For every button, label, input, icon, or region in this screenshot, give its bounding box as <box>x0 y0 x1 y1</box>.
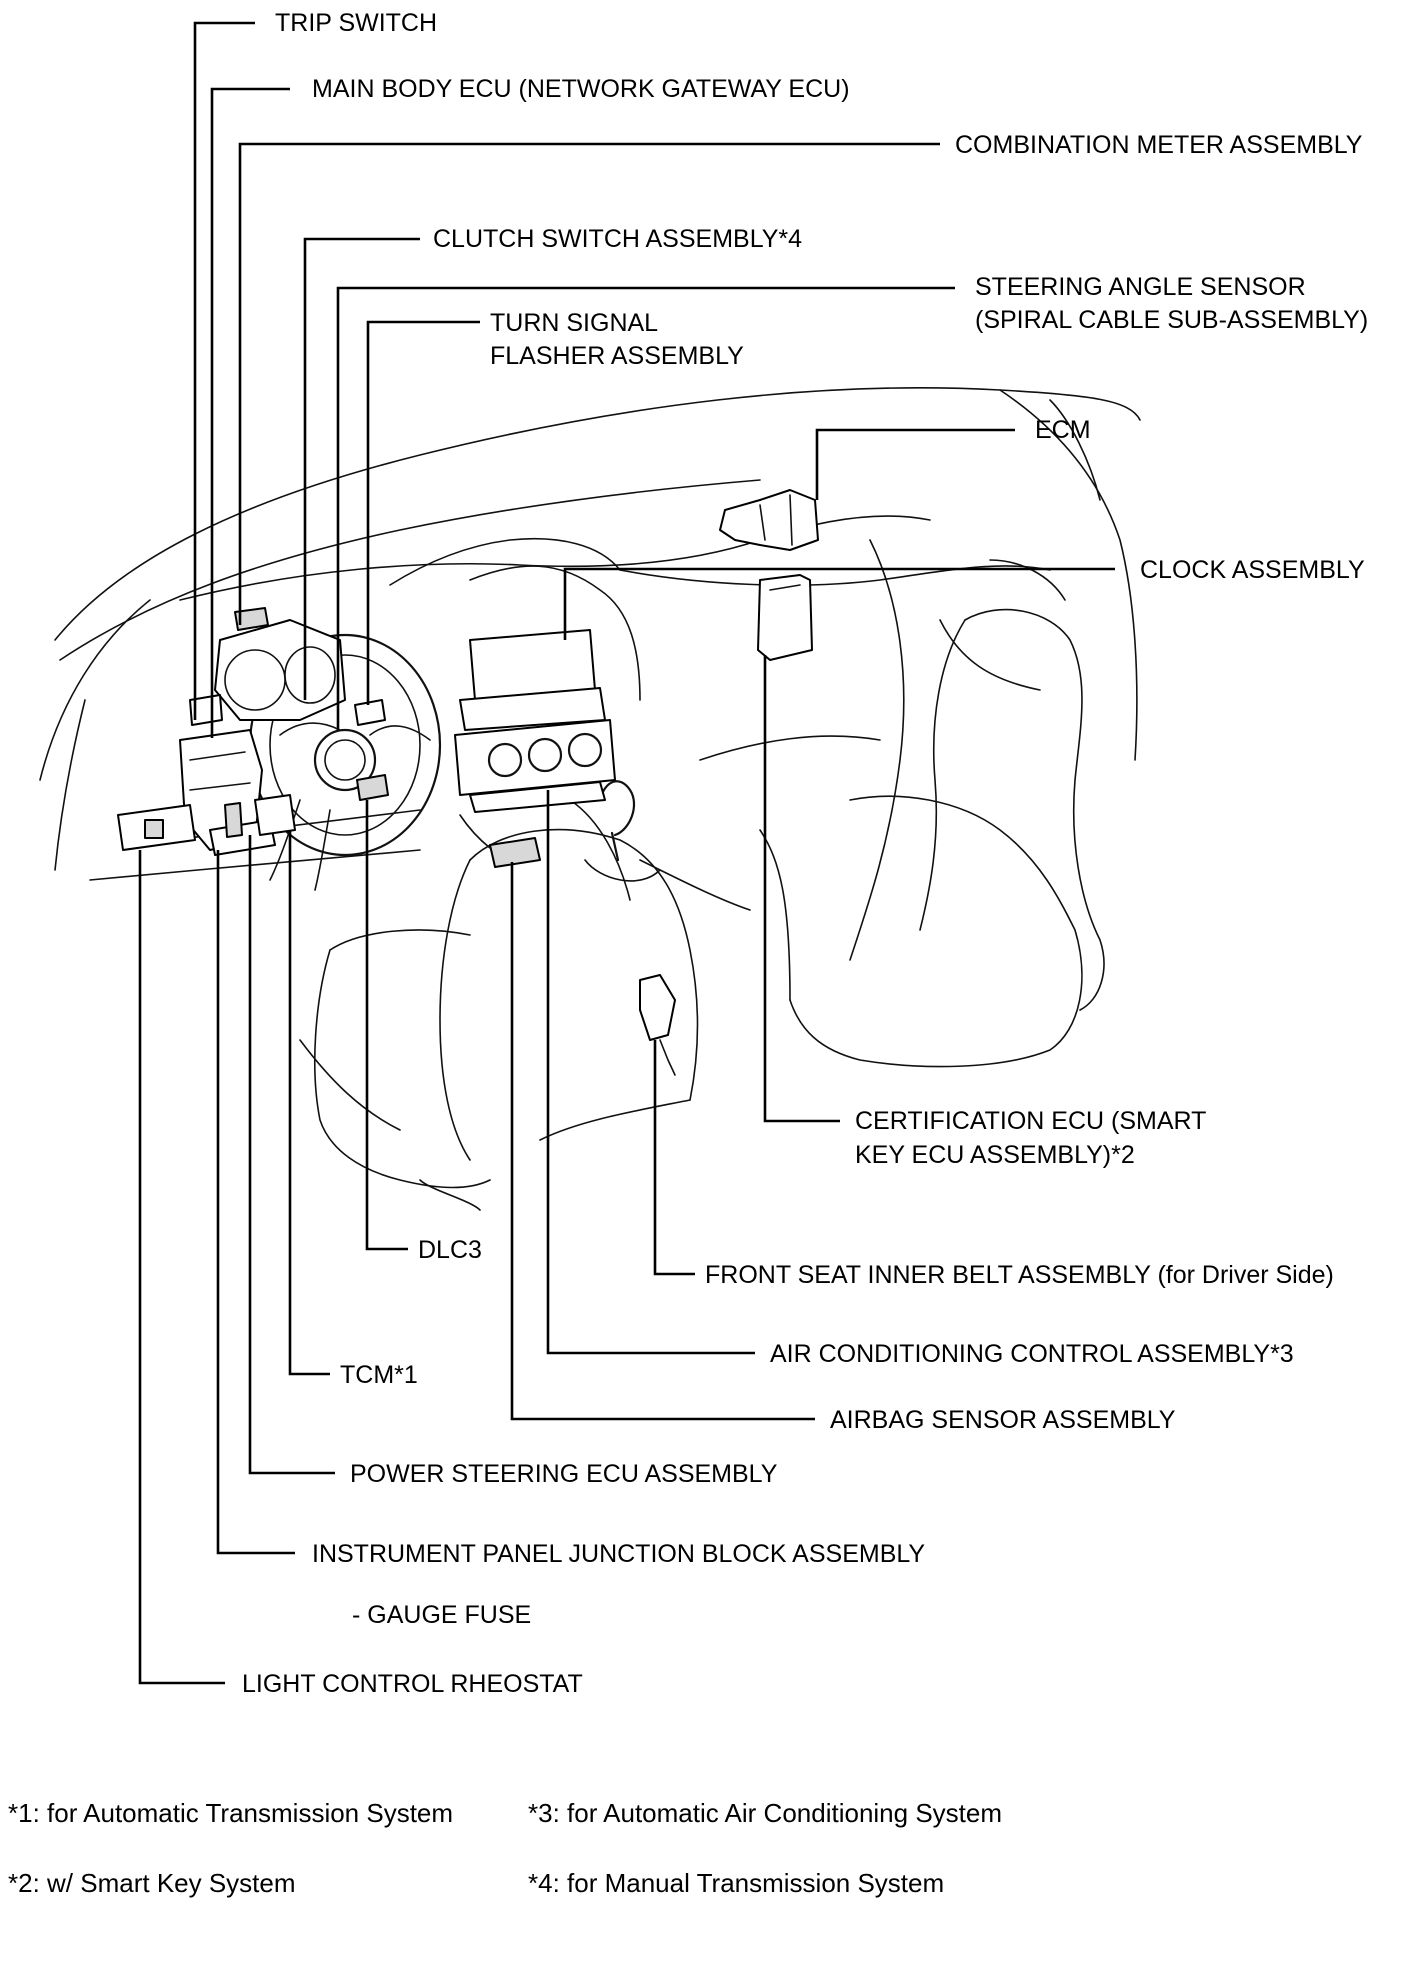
label-clock: CLOCK ASSEMBLY <box>1140 556 1365 584</box>
label-front-seat-belt: FRONT SEAT INNER BELT ASSEMBLY (for Driv… <box>705 1261 1334 1289</box>
label-ecm: ECM <box>1035 416 1091 444</box>
label-certification-ecu: CERTIFICATION ECU (SMART <box>855 1107 1206 1135</box>
leader-lines <box>138 21 1115 1685</box>
label-air-conditioning: AIR CONDITIONING CONTROL ASSEMBLY*3 <box>770 1340 1294 1368</box>
footnote-3: *3: for Automatic Air Conditioning Syste… <box>528 1798 1002 1828</box>
label-tcm: TCM*1 <box>340 1361 418 1389</box>
footnote-1: *1: for Automatic Transmission System <box>8 1798 453 1828</box>
label-light-rheostat: LIGHT CONTROL RHEOSTAT <box>242 1670 583 1698</box>
label-turn-signal: TURN SIGNAL <box>490 309 658 337</box>
label-turn-signal-sub: FLASHER ASSEMBLY <box>490 342 744 370</box>
label-main-body-ecu: MAIN BODY ECU (NETWORK GATEWAY ECU) <box>312 75 850 103</box>
label-power-steering: POWER STEERING ECU ASSEMBLY <box>350 1460 778 1488</box>
component-labels: TRIP SWITCH MAIN BODY ECU (NETWORK GATEW… <box>242 9 1368 1698</box>
vehicle-interior-illustration <box>39 387 1141 1211</box>
label-steering-angle-sensor: STEERING ANGLE SENSOR <box>975 273 1306 301</box>
label-airbag-sensor: AIRBAG SENSOR ASSEMBLY <box>830 1406 1176 1434</box>
label-dlc3: DLC3 <box>418 1236 482 1264</box>
label-certification-ecu-sub: KEY ECU ASSEMBLY)*2 <box>855 1141 1135 1169</box>
label-junction-block: INSTRUMENT PANEL JUNCTION BLOCK ASSEMBLY <box>312 1540 925 1568</box>
label-clutch-switch: CLUTCH SWITCH ASSEMBLY*4 <box>433 225 802 253</box>
label-gauge-fuse: - GAUGE FUSE <box>352 1601 531 1629</box>
label-steering-angle-sensor-sub: (SPIRAL CABLE SUB-ASSEMBLY) <box>975 306 1368 334</box>
footnote-4: *4: for Manual Transmission System <box>528 1868 944 1898</box>
footnotes: *1: for Automatic Transmission System *2… <box>8 1798 1002 1898</box>
label-combination-meter: COMBINATION METER ASSEMBLY <box>955 131 1363 159</box>
footnote-2: *2: w/ Smart Key System <box>8 1868 296 1898</box>
label-trip-switch: TRIP SWITCH <box>275 9 437 37</box>
